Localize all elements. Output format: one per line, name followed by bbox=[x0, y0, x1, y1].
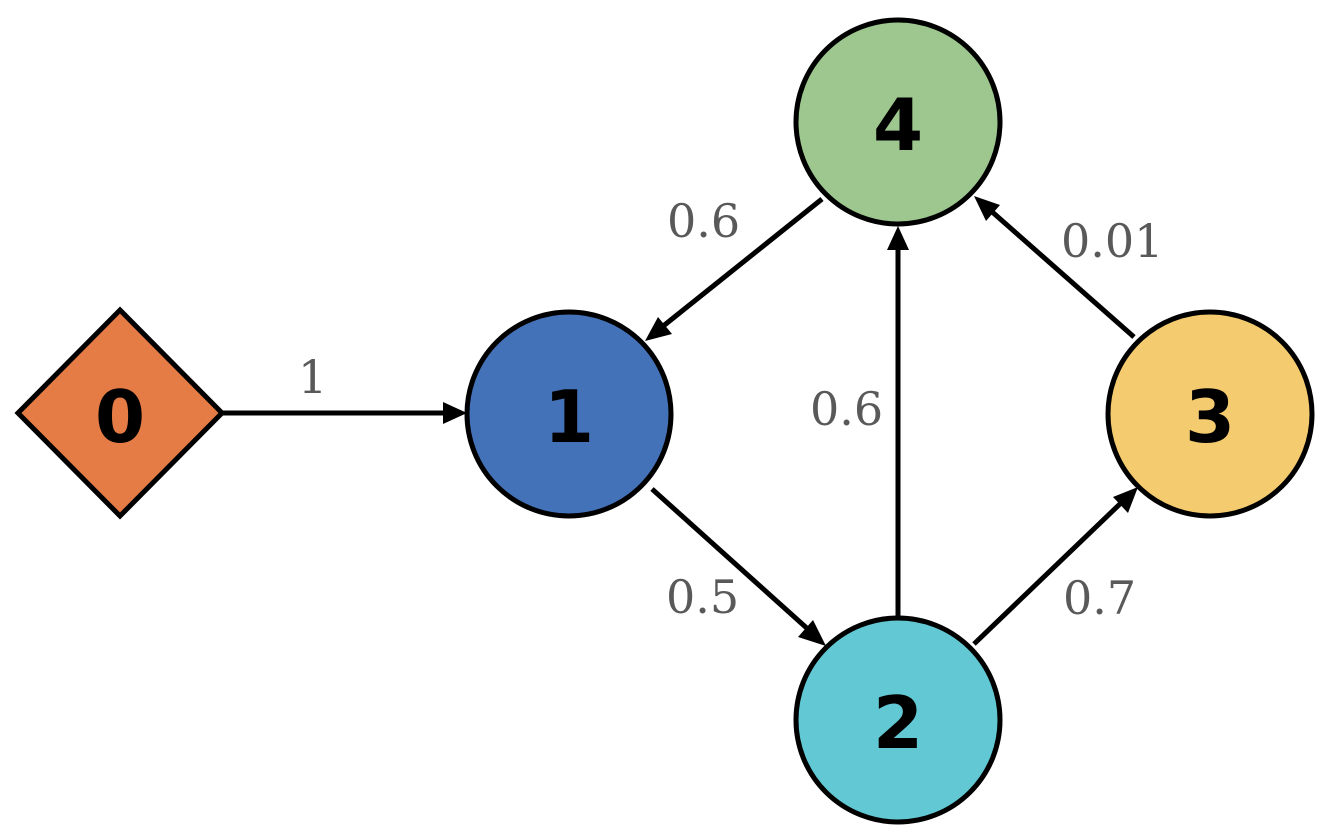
node-0: 0 bbox=[14, 306, 226, 520]
edges-group bbox=[222, 196, 1138, 646]
arrowhead-2-to-3 bbox=[1113, 487, 1138, 513]
nodes-group: 0 1 2 3 4 bbox=[14, 17, 1315, 825]
edge-label-2-to-4: 0.6 bbox=[810, 382, 883, 436]
arrowhead-0-to-1 bbox=[443, 402, 467, 424]
node-2: 2 bbox=[793, 615, 1003, 825]
node-4-shape bbox=[793, 17, 1003, 227]
node-0-shape bbox=[14, 306, 226, 520]
node-1-shape bbox=[464, 309, 674, 519]
arrowhead-4-to-1 bbox=[645, 317, 672, 341]
edge-label-1-to-2: 0.5 bbox=[666, 570, 739, 624]
node-3: 3 bbox=[1105, 309, 1315, 519]
edge-label-3-to-4: 0.01 bbox=[1061, 214, 1163, 268]
node-3-shape bbox=[1105, 309, 1315, 519]
arrowhead-1-to-2 bbox=[798, 620, 826, 646]
edge-1-to-2 bbox=[650, 487, 812, 633]
edge-labels-group: 1 0.5 0.6 0.7 0.01 0.6 bbox=[298, 194, 1163, 625]
node-4: 4 bbox=[793, 17, 1003, 227]
edge-2-to-3 bbox=[972, 500, 1124, 646]
edge-label-4-to-1: 0.6 bbox=[667, 194, 740, 248]
node-1-label: 1 bbox=[544, 375, 594, 459]
node-3-label: 3 bbox=[1185, 375, 1235, 459]
node-1: 1 bbox=[464, 309, 674, 519]
edge-3-to-4 bbox=[988, 208, 1136, 339]
edge-label-0-to-1: 1 bbox=[298, 350, 327, 404]
node-2-shape bbox=[793, 615, 1003, 825]
edge-4-to-1 bbox=[660, 197, 824, 329]
edge-label-2-to-3: 0.7 bbox=[1063, 571, 1136, 625]
node-2-label: 2 bbox=[873, 681, 923, 765]
node-4-label: 4 bbox=[873, 83, 923, 167]
arrowhead-3-to-4 bbox=[974, 196, 1000, 221]
arrowhead-2-to-4 bbox=[887, 226, 909, 250]
node-0-label: 0 bbox=[95, 375, 145, 459]
